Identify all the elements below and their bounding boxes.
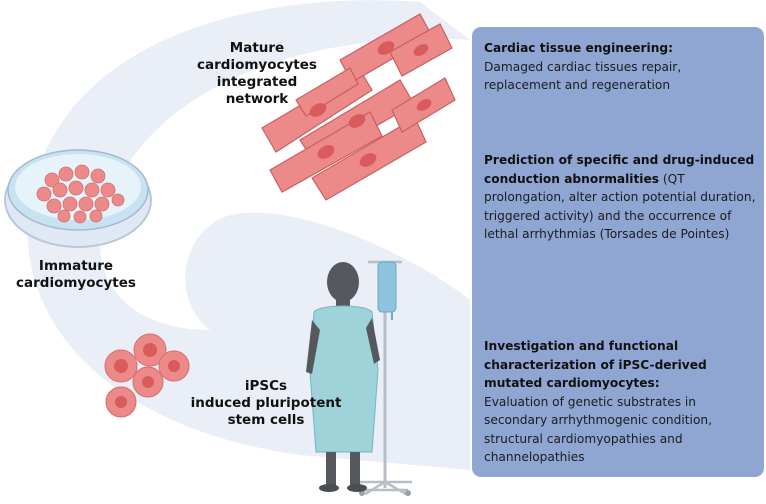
block-3-heading: Investigation and functional characteriz… [484, 339, 707, 390]
mature-label-line-1: Mature [229, 40, 285, 56]
petri-dish-icon [4, 149, 152, 248]
applications-panel: Cardiac tissue engineering: Damaged card… [472, 27, 764, 477]
block-tissue-engineering: Cardiac tissue engineering: Damaged card… [484, 39, 759, 95]
immature-label: Immature cardiomyocytes [8, 258, 144, 292]
block-2-heading: Prediction of specific and drug-induced … [484, 153, 755, 186]
ipsc-label: iPSCs induced pluripotent stem cells [188, 378, 344, 429]
mature-label-line-2: cardiomyocytes [197, 57, 317, 73]
block-mutated-cardiomyocytes: Investigation and functional characteriz… [484, 337, 759, 467]
immature-label-line-2: cardiomyocytes [16, 275, 136, 291]
mature-label-line-3: integrated network [216, 74, 298, 107]
stem-cell-icon [104, 333, 190, 418]
patient-icon [306, 262, 380, 492]
block-1-heading: Cardiac tissue engineering: [484, 41, 673, 55]
immature-label-line-1: Immature [38, 258, 114, 274]
ipsc-label-line-1: iPSCs [244, 378, 288, 394]
block-conduction-abnormalities: Prediction of specific and drug-induced … [484, 151, 759, 244]
ipsc-label-line-3: stem cells [227, 412, 305, 428]
block-3-text: Evaluation of genetic substrates in seco… [484, 394, 713, 465]
iv-stand-icon [358, 260, 412, 496]
mature-label: Mature cardiomyocytes integrated network [192, 40, 322, 108]
block-1-text: Damaged cardiac tissues repair, replacem… [484, 59, 682, 93]
ipsc-label-line-2: induced pluripotent [190, 395, 342, 411]
block-2-text: (QT prolongation, alter action potential… [484, 171, 756, 242]
cardiomyocyte-network-icon [261, 13, 456, 201]
